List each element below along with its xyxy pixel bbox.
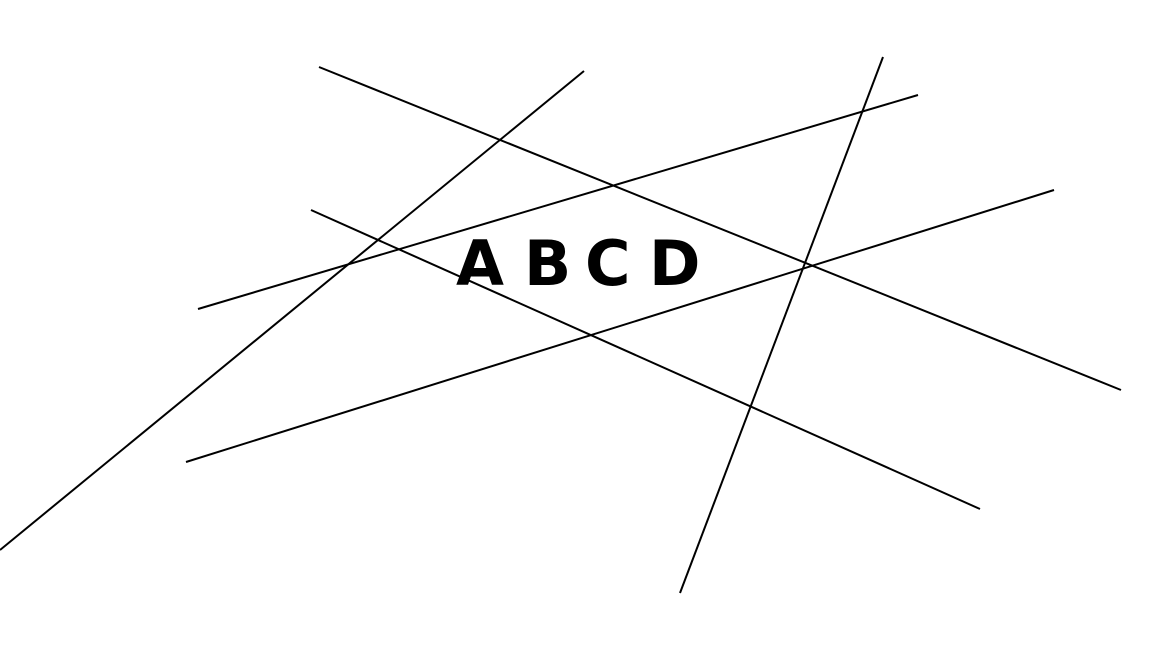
label-d: D	[649, 227, 701, 300]
line-2	[310, 209, 981, 510]
line-4	[185, 189, 1055, 463]
line-5	[0, 70, 585, 551]
label-c: C	[585, 227, 631, 300]
line-3	[197, 94, 919, 310]
line-1	[318, 66, 1122, 391]
label-b: B	[524, 227, 572, 300]
label-a: A	[456, 227, 504, 300]
line-6	[679, 56, 884, 594]
